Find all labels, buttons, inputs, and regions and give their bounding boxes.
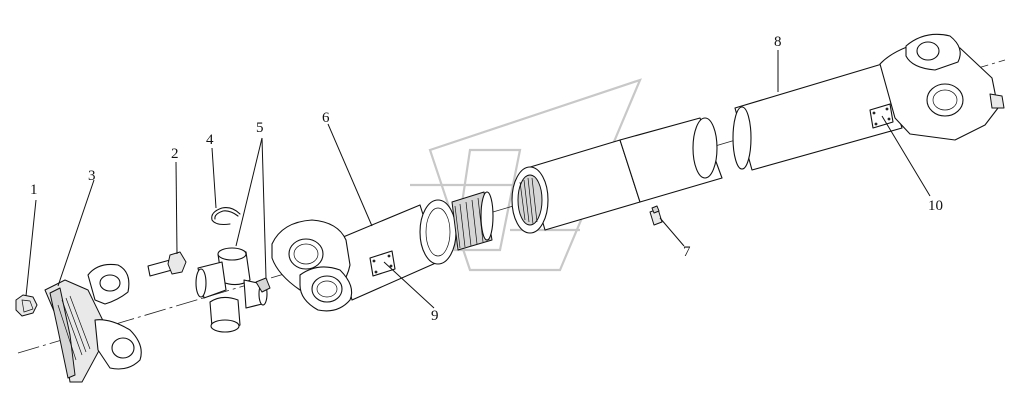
callout-labels: 1 3 2 4 5 6 9 7 8 10 xyxy=(30,34,943,324)
leader-lines xyxy=(25,50,931,309)
callout-1: 1 xyxy=(30,182,38,198)
tube-part-8 xyxy=(732,63,903,171)
callout-5: 5 xyxy=(256,120,264,136)
callout-8: 8 xyxy=(774,34,782,50)
universal-joint-cross-part-5 xyxy=(195,247,271,333)
callout-10: 10 xyxy=(928,198,943,214)
slip-yoke-tube-part-6 xyxy=(271,199,457,312)
nut-part-1 xyxy=(15,294,38,317)
shaft-center-axis xyxy=(17,59,1006,354)
callout-9: 9 xyxy=(431,308,439,324)
callout-4: 4 xyxy=(206,132,214,148)
callout-7: 7 xyxy=(683,244,691,260)
callout-3: 3 xyxy=(88,168,96,184)
slip-sleeve-tube xyxy=(511,117,723,234)
callout-2: 2 xyxy=(171,146,179,162)
weld-yoke-part-10 xyxy=(869,33,1005,141)
bolt-part-2 xyxy=(147,251,187,277)
snap-ring-part-4 xyxy=(211,207,241,226)
spline-shaft xyxy=(451,191,494,251)
flange-yoke-part-3 xyxy=(44,263,142,383)
callout-6: 6 xyxy=(322,110,330,126)
grease-fitting-part-7 xyxy=(649,205,663,226)
